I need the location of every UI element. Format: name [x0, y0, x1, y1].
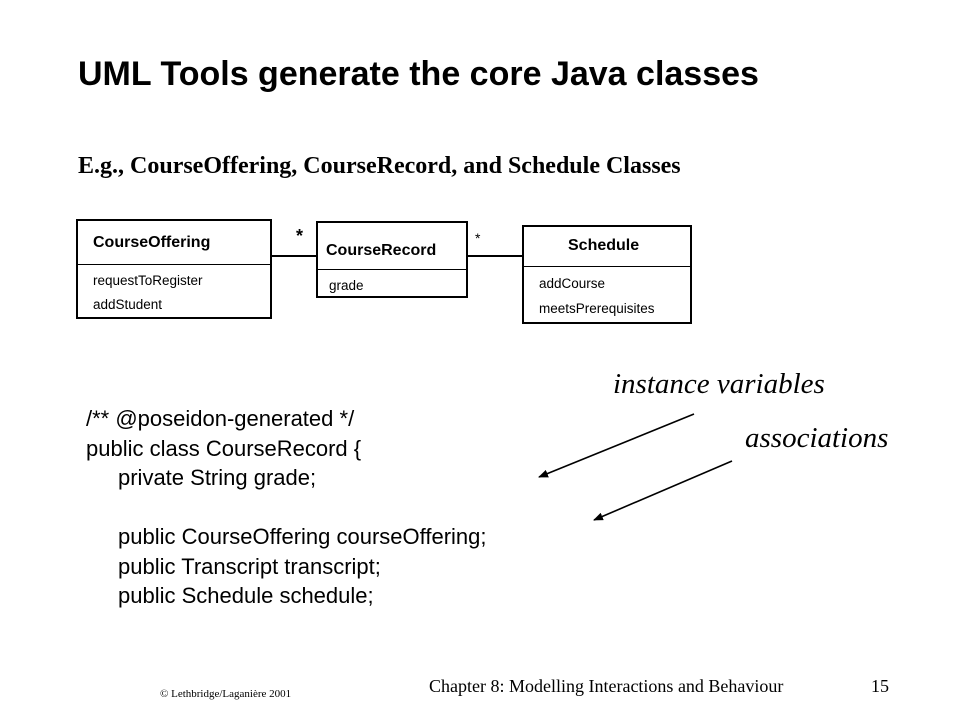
class-divider [318, 269, 466, 270]
code-line: public Transcript transcript; [118, 553, 381, 579]
code-block: /** @poseidon-generated */ public class … [86, 404, 487, 611]
class-name: CourseRecord [326, 242, 437, 259]
class-member: addCourse [539, 276, 606, 291]
annotation-associations: associations [745, 422, 889, 454]
slide-subtitle: E.g., CourseOffering, CourseRecord, and … [78, 153, 681, 179]
class-box-schedule: Schedule addCourse meetsPrerequisites [522, 225, 692, 324]
class-box-course-record: CourseRecord grade [316, 221, 468, 298]
footer-chapter: Chapter 8: Modelling Interactions and Be… [429, 676, 784, 696]
annotation-instance-variables: instance variables [613, 368, 825, 400]
class-name: CourseOffering [93, 234, 211, 251]
arrow-instance-variables [538, 413, 695, 478]
multiplicity-label: * [475, 230, 481, 246]
code-line: /** @poseidon-generated */ [86, 406, 355, 431]
code-line: private String grade; [118, 465, 317, 490]
class-name: Schedule [568, 237, 640, 254]
page-number: 15 [871, 676, 889, 696]
class-divider [524, 266, 690, 267]
class-member: grade [329, 278, 364, 293]
arrow-associations [593, 460, 733, 521]
class-member: requestToRegister [93, 273, 203, 288]
class-member: meetsPrerequisites [539, 301, 655, 316]
class-box-course-offering: CourseOffering requestToRegister addStud… [76, 219, 272, 319]
class-member: addStudent [93, 297, 163, 312]
code-line: public CourseOffering courseOffering; [118, 524, 487, 549]
code-line: public Schedule schedule; [118, 583, 374, 608]
code-line: public class CourseRecord { [86, 435, 362, 461]
association-line [271, 255, 317, 257]
footer-copyright: © Lethbridge/Laganière 2001 [160, 688, 292, 700]
multiplicity-label: * [296, 226, 304, 246]
slide-title: UML Tools generate the core Java classes [78, 55, 759, 93]
association-line [467, 255, 523, 257]
class-divider [78, 264, 270, 265]
